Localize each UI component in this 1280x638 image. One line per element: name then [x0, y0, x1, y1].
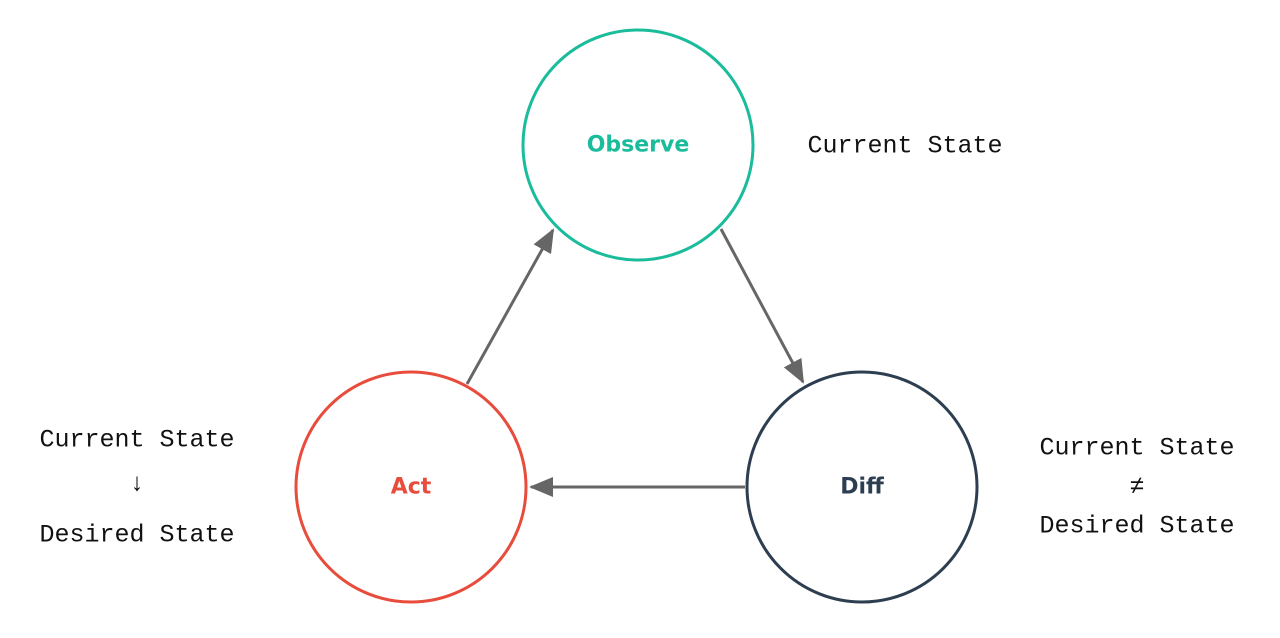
- annotation-diff-line2: Desired State: [1039, 512, 1234, 541]
- annotation-diff-symbol: ≠: [1129, 473, 1144, 502]
- node-observe-label: Observe: [587, 133, 690, 158]
- annotation-diff-line1: Current State: [1039, 434, 1234, 463]
- annotation-observe-line1: Current State: [807, 132, 1002, 161]
- annotation-act: Current State ↓ Desired State: [39, 426, 234, 550]
- node-diff-label: Diff: [840, 475, 885, 500]
- annotation-act-line2: Desired State: [39, 521, 234, 550]
- node-observe: Observe: [521, 28, 755, 262]
- annotation-diff: Current State ≠ Desired State: [1039, 434, 1234, 541]
- node-act-circle: [294, 370, 528, 604]
- node-observe-circle: [521, 28, 755, 262]
- node-diff-circle: [745, 370, 979, 604]
- annotation-act-line1: Current State: [39, 426, 234, 455]
- annotation-act-symbol: ↓: [129, 470, 144, 499]
- node-act-label: Act: [391, 475, 432, 500]
- arrow-act-to-observe: [465, 228, 555, 385]
- annotation-observe: Current State: [807, 132, 1002, 161]
- arrow-observe-to-diff: [719, 228, 805, 384]
- node-act: Act: [294, 370, 528, 604]
- node-diff: Diff: [745, 370, 979, 604]
